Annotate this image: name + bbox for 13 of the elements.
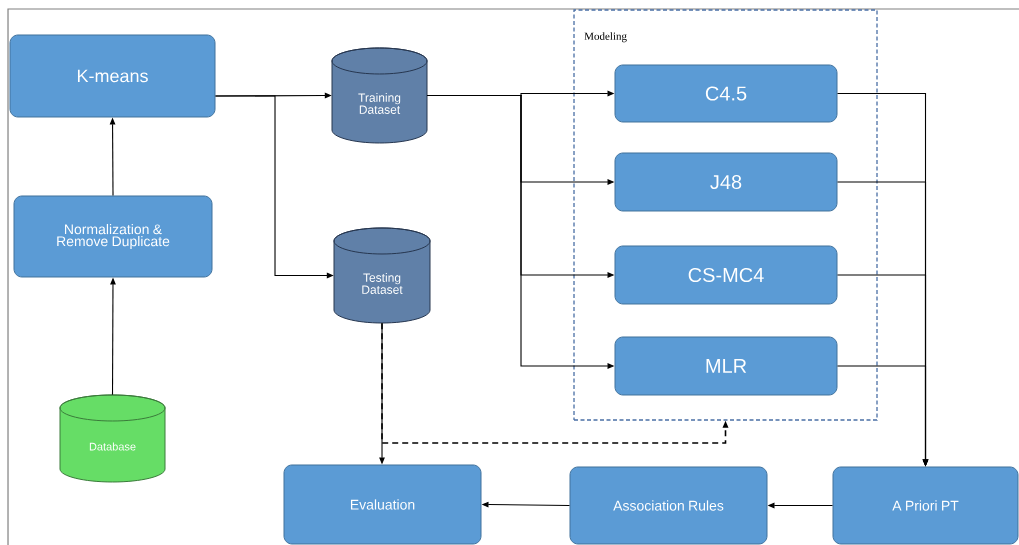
process-box: A Priori PT xyxy=(832,466,1019,545)
process-box: C4.5 xyxy=(614,64,838,123)
process-box: MLR xyxy=(614,336,838,396)
database-cylinder: Database xyxy=(59,394,166,483)
dataset-cylinder: Training Dataset xyxy=(331,47,428,144)
dashed-arrow xyxy=(381,322,729,444)
process-box: Normalization & Remove Duplicate xyxy=(13,195,213,278)
process-box: CS-MC4 xyxy=(614,245,838,305)
process-box: J48 xyxy=(614,152,838,212)
process-box: Evaluation xyxy=(283,464,482,545)
process-box: Association Rules xyxy=(569,466,768,545)
process-box: K-means xyxy=(9,34,216,118)
dataset-cylinder: Testing Dataset xyxy=(333,227,431,324)
